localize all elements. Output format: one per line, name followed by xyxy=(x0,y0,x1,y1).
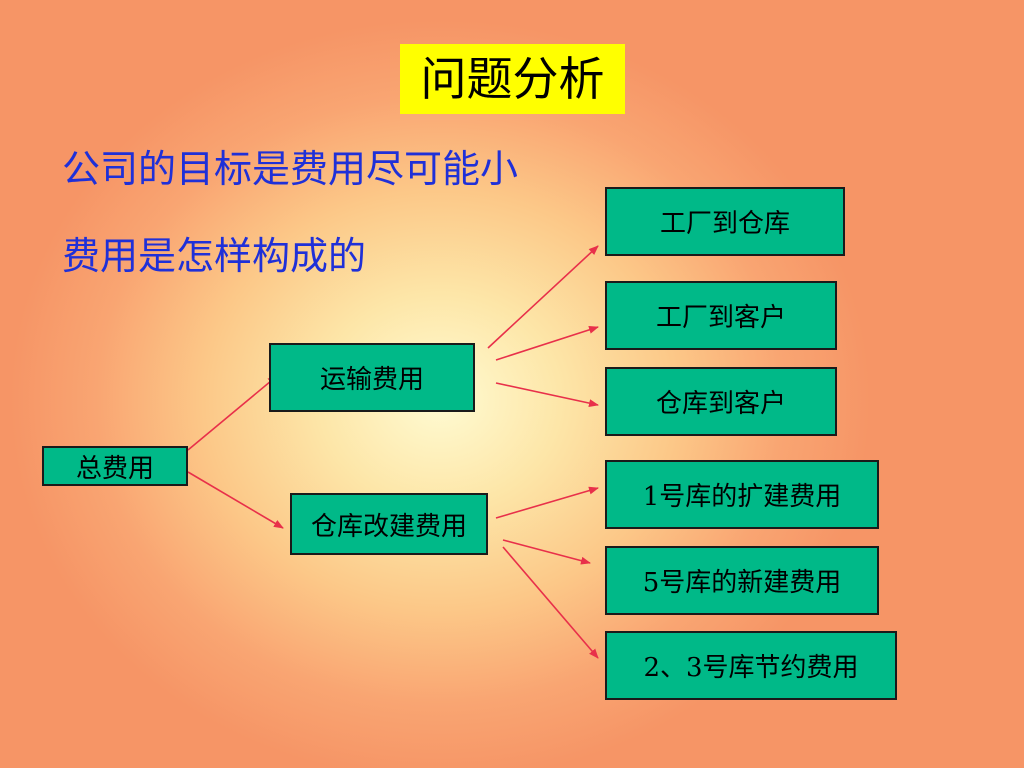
arrow-transport-to-warehouse-customer xyxy=(495,382,599,408)
node-warehouse-cost: 仓库改建费用 xyxy=(290,493,488,555)
node-transport-cost: 运输费用 xyxy=(269,343,475,412)
goal-text: 公司的目标是费用尽可能小 xyxy=(62,147,519,191)
arrow-transport-to-factory-warehouse xyxy=(487,245,599,349)
cost-question-text: 费用是怎样构成的 xyxy=(62,234,367,278)
arrow-total-to-transport xyxy=(187,375,278,451)
node-saving-2-3: 2、3号库节约费用 xyxy=(605,631,897,700)
arrow-transport-to-factory-customer xyxy=(495,325,599,361)
node-warehouse-to-customer: 仓库到客户 xyxy=(605,367,837,436)
arrow-warehouse-to-saving xyxy=(502,546,599,659)
node-expansion-1: 1号库的扩建费用 xyxy=(605,460,879,529)
node-factory-to-customer: 工厂到客户 xyxy=(605,281,837,350)
node-total-cost: 总费用 xyxy=(42,446,188,486)
node-factory-to-warehouse: 工厂到仓库 xyxy=(605,187,845,256)
arrow-total-to-warehouse xyxy=(187,471,284,529)
arrow-warehouse-to-new xyxy=(502,539,591,565)
arrow-warehouse-to-expansion xyxy=(495,486,599,519)
node-new-5: 5号库的新建费用 xyxy=(605,546,879,615)
slide-title: 问题分析 xyxy=(400,44,625,114)
